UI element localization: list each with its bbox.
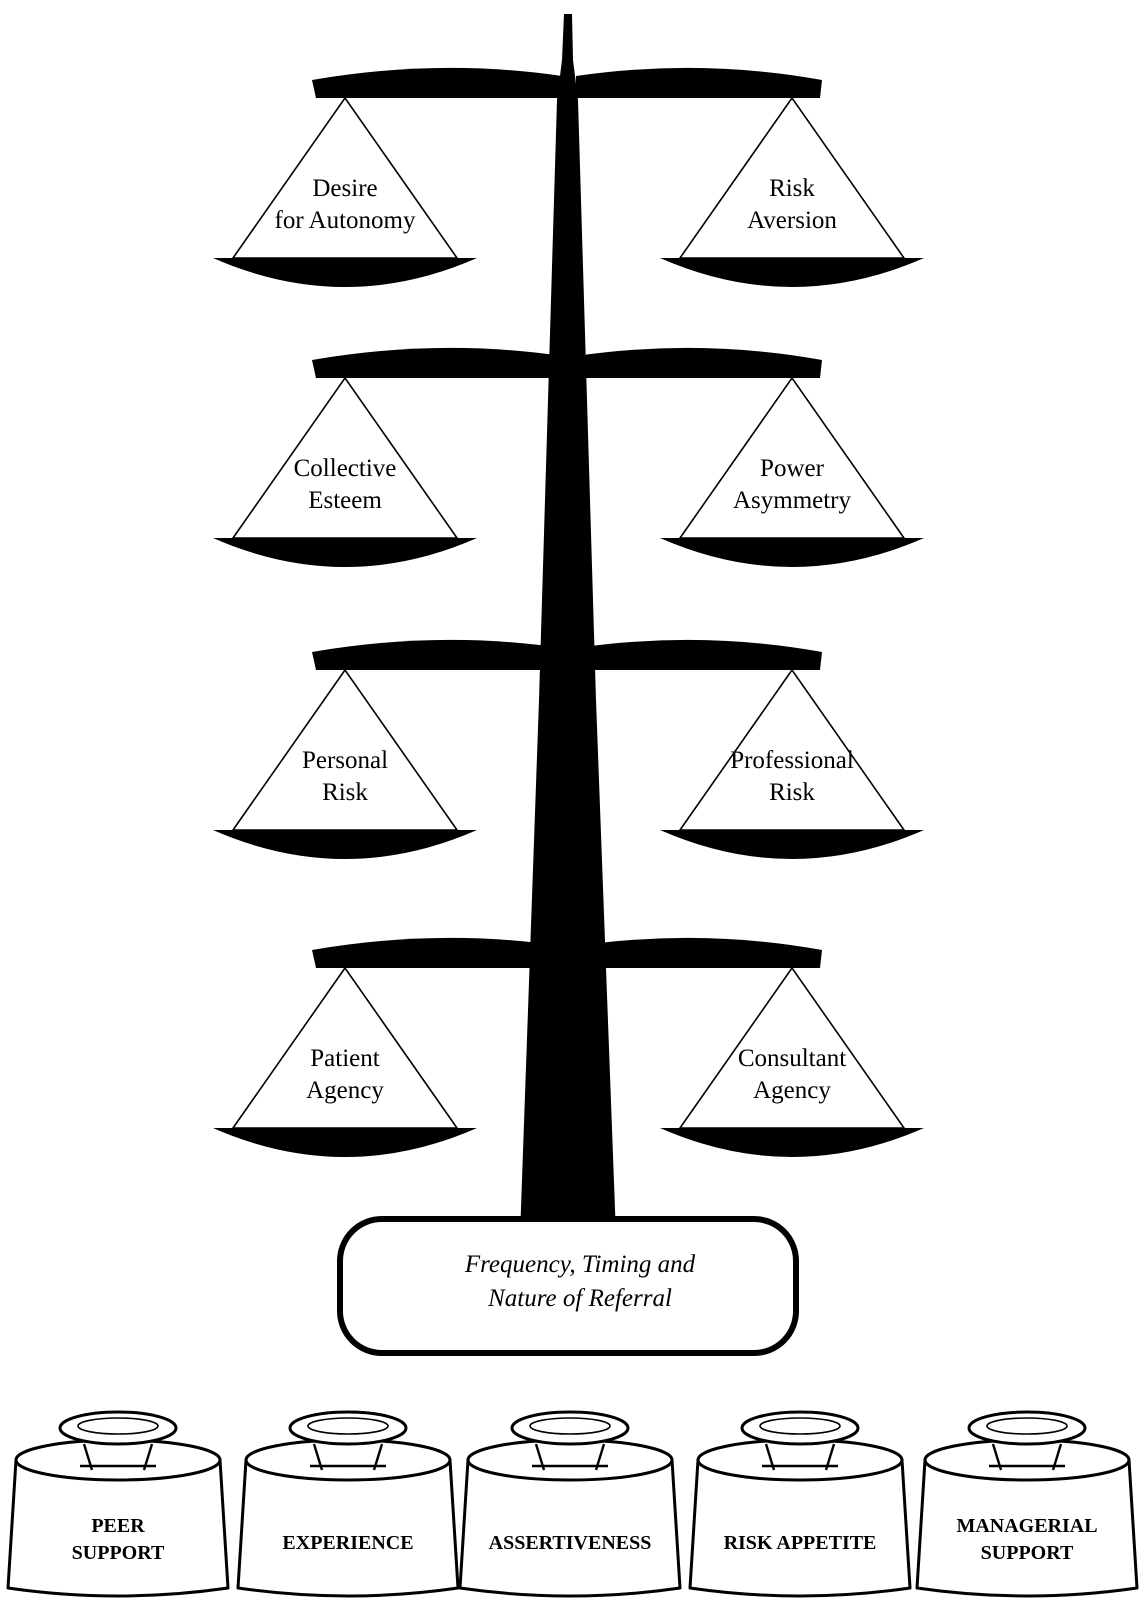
scale-pole <box>520 14 616 1236</box>
pan-bowl-left-4 <box>213 1128 477 1157</box>
weight-knob-rim-2 <box>307 1417 389 1435</box>
pan-label-left-2-line-2: Esteem <box>308 487 382 514</box>
pan-label-right-4-line-1: Consultant <box>738 1045 846 1072</box>
beam-left-3 <box>312 639 562 670</box>
weight-body-2 <box>236 1458 460 1598</box>
pan-bowl-left-2 <box>213 538 477 567</box>
beam-right-1 <box>576 67 822 98</box>
weight-body-4 <box>688 1458 912 1598</box>
weights-row: PEER SUPPORT EXPERIENCE ASSERTIVENESS RISK A… <box>6 1410 1139 1598</box>
pan-label-left-1-line-1: Desire <box>312 175 377 202</box>
weight-knob-rim-5 <box>986 1417 1068 1435</box>
pan-label-left-1-line-2: for Autonomy <box>275 207 416 234</box>
weight-4: RISK APPETITE <box>688 1410 912 1598</box>
weight-knob-rim-3 <box>529 1417 611 1435</box>
pan-label-right-1-line-1: Risk <box>769 175 815 202</box>
pan-label-left-4-line-1: Patient <box>310 1045 379 1072</box>
pan-bowl-left-1 <box>213 258 477 287</box>
weight-label-4-line-1: RISK APPETITE <box>724 1532 877 1554</box>
pan-label-right-3-line-1: Professional <box>730 747 854 774</box>
beam-left-4 <box>312 937 562 968</box>
weight-knob-1 <box>58 1410 178 1446</box>
weight-knob-3 <box>510 1410 630 1446</box>
weight-knob-rim-4 <box>759 1417 841 1435</box>
pan-bowl-left-3 <box>213 830 477 859</box>
weight-1: PEER SUPPORT <box>6 1410 230 1598</box>
weight-neck-5 <box>989 1443 1065 1471</box>
weight-5: MANAGERIAL SUPPORT <box>915 1410 1139 1598</box>
beam-left-2 <box>312 347 562 378</box>
weight-2: EXPERIENCE <box>236 1410 460 1598</box>
weight-body-3 <box>458 1458 682 1598</box>
weight-3: ASSERTIVENESS <box>458 1410 682 1598</box>
weight-knob-rim-1 <box>77 1417 159 1435</box>
weight-neck-2 <box>310 1443 386 1471</box>
beam-left-1 <box>312 67 562 98</box>
weight-top-2 <box>244 1438 452 1482</box>
weight-knob-5 <box>967 1410 1087 1446</box>
pan-label-right-4-line-2: Agency <box>753 1077 831 1104</box>
weight-body-1 <box>6 1458 230 1598</box>
weight-top-1 <box>14 1438 222 1482</box>
pan-bowl-right-4 <box>660 1128 924 1157</box>
beam-right-4 <box>576 937 822 968</box>
weight-label-5-line-2: SUPPORT <box>981 1542 1074 1564</box>
base-label-line-1: Frequency, Timing and <box>464 1251 696 1278</box>
beam-right-3 <box>576 639 822 670</box>
pan-label-right-3-line-2: Risk <box>769 779 815 806</box>
pan-label-right-1-line-2: Aversion <box>747 207 837 234</box>
weight-knob-4 <box>740 1410 860 1446</box>
weight-label-3-line-1: ASSERTIVENESS <box>489 1532 652 1554</box>
weight-neck-3 <box>532 1443 608 1471</box>
weight-neck-1 <box>80 1443 156 1471</box>
weight-body-5 <box>915 1458 1139 1598</box>
pan-bowl-right-2 <box>660 538 924 567</box>
weight-label-1-line-2: SUPPORT <box>72 1542 165 1564</box>
pan-label-left-3-line-1: Personal <box>302 747 388 774</box>
beam-right-2 <box>576 347 822 378</box>
pan-bowl-right-1 <box>660 258 924 287</box>
weight-label-5-line-1: MANAGERIAL <box>956 1515 1097 1537</box>
pan-label-left-3-line-2: Risk <box>322 779 368 806</box>
pan-label-right-2-line-2: Asymmetry <box>733 487 852 514</box>
pan-label-left-4-line-2: Agency <box>306 1077 384 1104</box>
weight-top-4 <box>696 1438 904 1482</box>
scale-base: Frequency, Timing and Nature of Referral <box>337 1216 799 1356</box>
weight-top-3 <box>466 1438 674 1482</box>
weight-label-1-line-1: PEER <box>91 1515 145 1537</box>
weight-knob-2 <box>288 1410 408 1446</box>
base-label-line-2: Nature of Referral <box>487 1285 672 1312</box>
base-box <box>337 1216 799 1356</box>
weight-top-5 <box>923 1438 1131 1482</box>
pan-bowl-right-3 <box>660 830 924 859</box>
pan-label-right-2-line-1: Power <box>760 455 825 482</box>
weight-label-2-line-1: EXPERIENCE <box>282 1532 413 1554</box>
pan-label-left-2-line-1: Collective <box>294 455 397 482</box>
weight-neck-4 <box>762 1443 838 1471</box>
